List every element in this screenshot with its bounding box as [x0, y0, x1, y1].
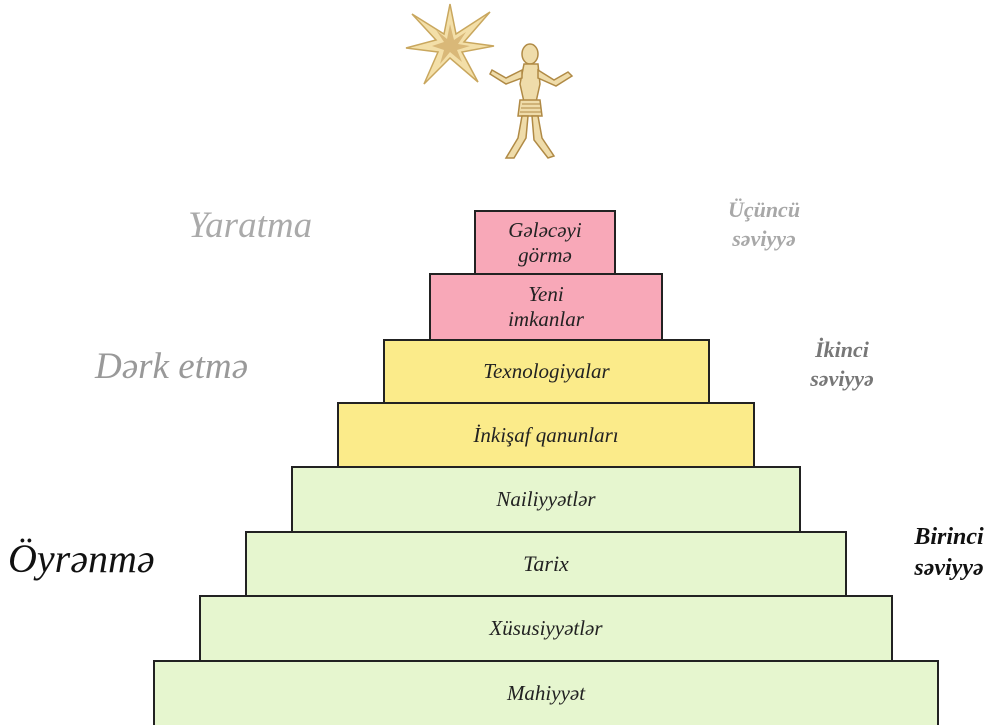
star-icon: [405, 3, 495, 85]
stage-learning: Öyrənmə: [8, 536, 155, 581]
step-seeing-future-line2: görmə: [518, 243, 572, 267]
step-technologies: Texnologiyalar: [383, 339, 710, 403]
step-essence: Mahiyyət: [153, 660, 939, 725]
step-achievements: Nailiyyətlər: [291, 466, 801, 532]
step-development-laws-label: İnkişaf qanunları: [473, 422, 619, 447]
level-first-line2: səviyyə: [914, 555, 984, 582]
step-new-opportunities-line2: imkanlar: [508, 307, 584, 331]
step-achievements-label: Nailiyyətlər: [496, 487, 596, 512]
step-seeing-future-line1: Gələcəyi: [508, 217, 582, 242]
stage-understanding: Dərk etmə: [95, 346, 249, 387]
level-second: İkinci səviyyə: [782, 336, 902, 393]
stage-creation: Yaratma: [188, 205, 313, 246]
human-figure-icon: [489, 43, 574, 159]
step-essence-label: Mahiyyət: [506, 680, 586, 705]
step-technologies-label: Texnologiyalar: [483, 359, 610, 384]
step-history-label: Tarix: [523, 551, 569, 577]
step-seeing-future: Gələcəyi görmə: [474, 210, 616, 274]
step-features-label: Xüsusiyyətlər: [489, 616, 603, 641]
level-second-line1: İkinci: [815, 337, 869, 362]
step-new-opportunities: Yeni imkanlar: [429, 273, 663, 339]
level-first-line1: Birinci: [914, 524, 984, 550]
step-history: Tarix: [245, 531, 847, 596]
step-features: Xüsusiyyətlər: [199, 595, 893, 661]
level-first: Birinci səviyyə: [894, 522, 1004, 584]
level-second-line2: səviyyə: [810, 365, 874, 391]
level-third-line1: Üçüncü: [727, 197, 801, 222]
step-development-laws: İnkişaf qanunları: [337, 402, 755, 467]
level-third-line2: səviyyə: [732, 225, 796, 251]
step-new-opportunities-line1: Yeni: [528, 281, 564, 306]
level-third: Üçüncü səviyyə: [704, 196, 824, 253]
